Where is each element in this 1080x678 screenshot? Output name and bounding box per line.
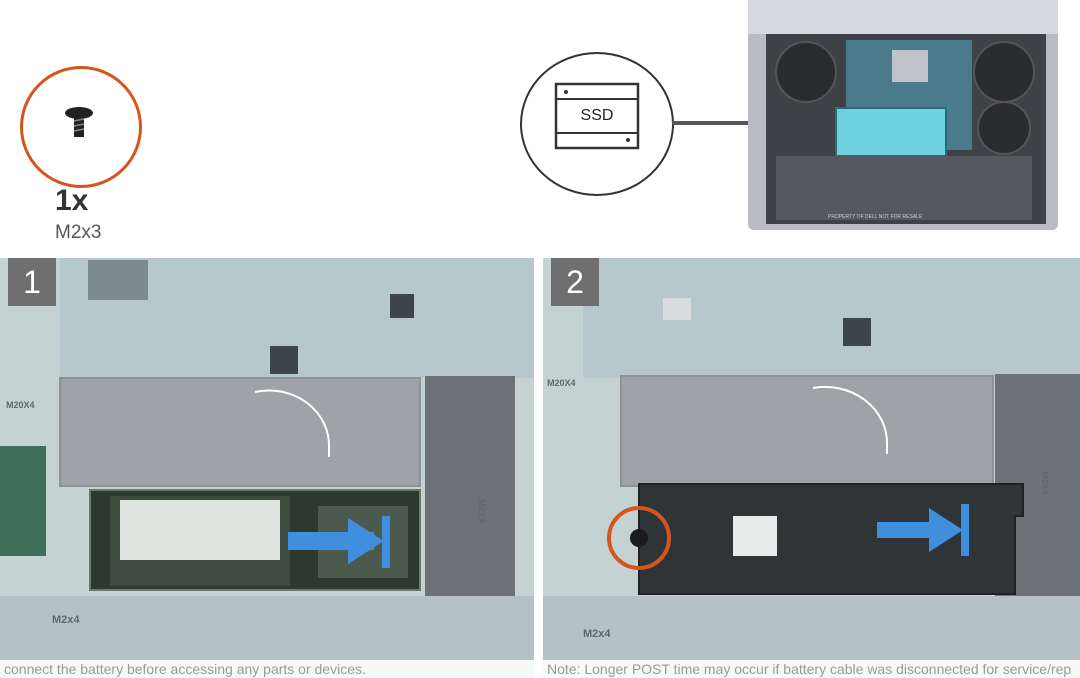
step-1-panel: 1 M2x4 M20X4 M2X4 connect the battery be… [0,258,534,678]
step-2-panel: 2 M2x4 M20X4 M2X4 Note: Longer POST time… [543,258,1080,678]
top-left-marker-label: M20X4 [6,400,35,410]
step-number-badge: 2 [551,258,599,306]
side-marker-label: M2X4 [1039,471,1050,495]
screw-callout [20,66,142,188]
step-2-illustration [543,258,1080,678]
screw-icon [65,107,93,137]
screw-marker-label: M2x4 [52,614,80,626]
screw-marker-label: M2x4 [583,628,611,640]
top-left-marker-label: M20X4 [547,378,576,388]
step-number-badge: 1 [8,258,56,306]
step-1-illustration [0,258,534,678]
ssd-label: SSD [580,107,614,124]
step-1-footer-note: connect the battery before accessing any… [0,660,534,678]
ssd-icon [554,82,640,150]
ssd-callout: SSD [520,52,674,196]
step-2-footer-note: Note: Longer POST time may occur if batt… [543,660,1080,678]
screw-quantity: 1x [55,184,89,217]
laptop-overview-image: PROPERTY OF DELL NOT FOR RESALE [748,0,1060,232]
screw-size: M2x3 [55,222,102,243]
battery-label: PROPERTY OF DELL NOT FOR RESALE [828,214,923,220]
side-marker-label: M2X4 [476,499,487,523]
